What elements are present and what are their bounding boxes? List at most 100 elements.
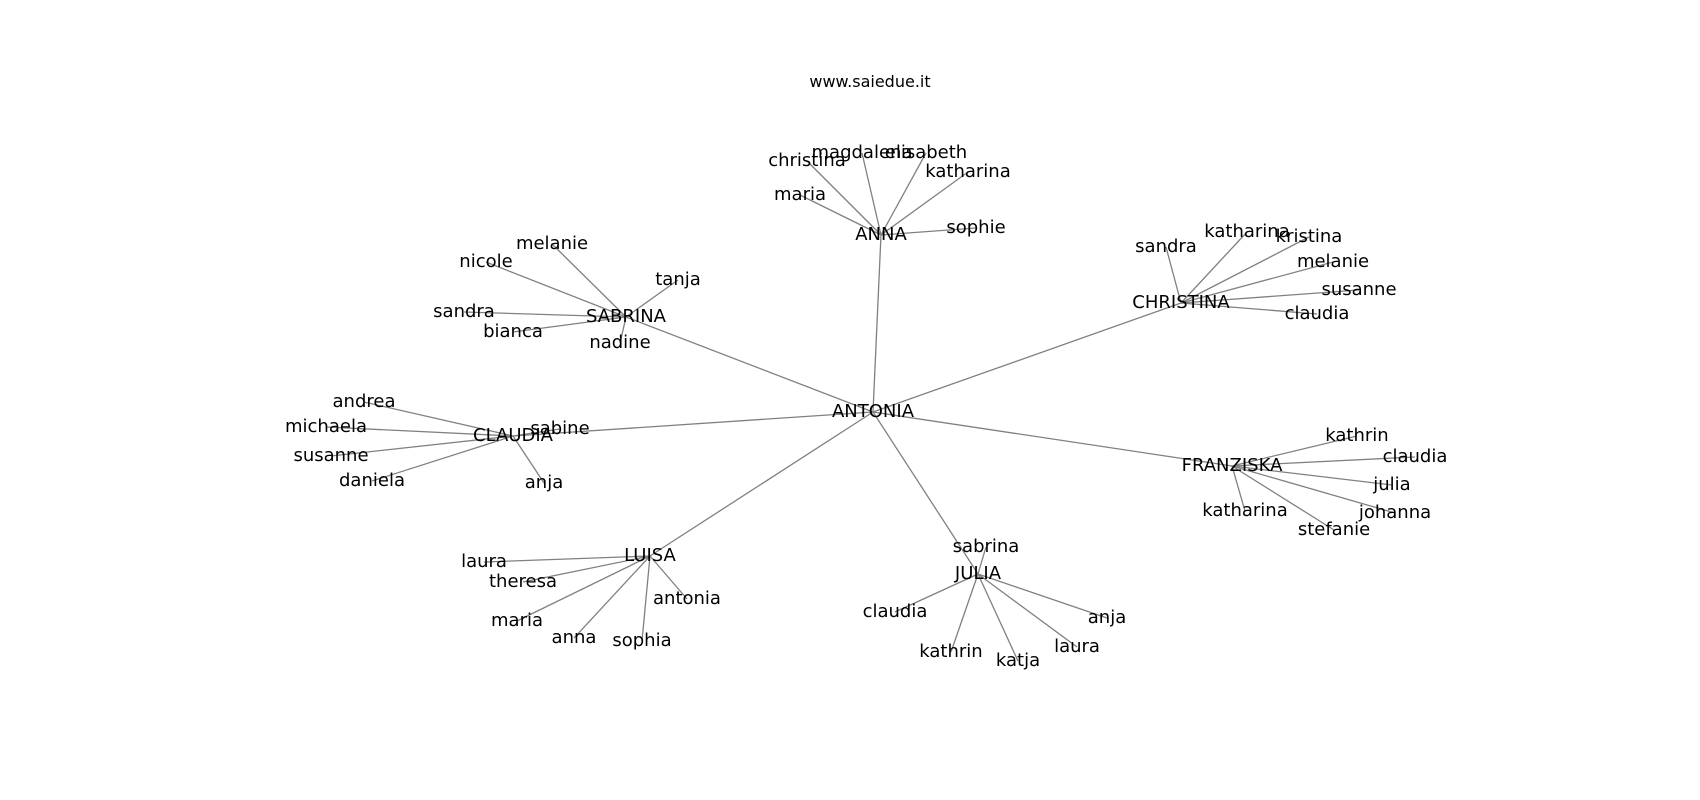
edge-claudia-sabine <box>512 428 561 437</box>
edge-root-sabrina <box>625 316 874 413</box>
hub-node-julia: JULIA <box>954 563 1002 584</box>
node-luisa-laura: laura <box>461 551 507 572</box>
hub-node-anna: ANNA <box>855 224 907 245</box>
edge-anna-sophie <box>880 227 977 236</box>
edge-julia-kathrin <box>950 573 979 653</box>
edge-luisa-maria <box>516 555 651 622</box>
node-christina-claudia: claudia <box>1285 303 1350 324</box>
node-anna-katharina: katharina <box>925 161 1010 182</box>
edge-layer <box>325 152 1416 662</box>
edge-franziska-stefanie <box>1231 465 1335 531</box>
edge-christina-melanie <box>1180 261 1334 304</box>
edge-claudia-daniela <box>371 435 514 482</box>
diagram-title: www.saiedue.it <box>809 72 930 91</box>
edge-franziska-johanna <box>1231 465 1396 514</box>
node-anna-elisabeth: elisabeth <box>885 142 967 163</box>
node-julia-kathrin: kathrin <box>919 641 982 662</box>
node-christina-sandra: sandra <box>1135 236 1197 257</box>
node-luisa-sophia: sophia <box>612 630 671 651</box>
edge-sabrina-tanja <box>625 279 679 318</box>
edge-sabrina-bianca <box>512 316 627 333</box>
edge-claudia-anja <box>512 435 545 484</box>
edge-sabrina-nadine <box>619 316 627 344</box>
node-anna-sophie: sophie <box>946 217 1005 238</box>
node-julia-sabrina: sabrina <box>953 536 1020 557</box>
node-christina-katharina: katharina <box>1204 221 1289 242</box>
hub-node-christina: CHRISTINA <box>1132 292 1230 313</box>
node-sabrina-sandra: sandra <box>433 301 495 322</box>
edge-anna-magdalena <box>861 152 882 236</box>
edge-christina-sandra <box>1165 246 1182 304</box>
node-julia-anja: anja <box>1088 607 1126 628</box>
node-franziska-stefanie: stefanie <box>1298 519 1370 540</box>
edge-sabrina-sandra <box>463 311 627 318</box>
edge-sabrina-melanie <box>551 243 627 318</box>
root-node: ANTONIA <box>832 401 915 422</box>
node-franziska-kathrin: kathrin <box>1325 425 1388 446</box>
node-christina-melanie: melanie <box>1297 251 1369 272</box>
edge-julia-claudia <box>894 573 979 613</box>
node-luisa-maria: maria <box>491 610 543 631</box>
node-sabrina-tanja: tanja <box>655 269 701 290</box>
edge-luisa-laura <box>483 555 651 563</box>
hub-node-franziska: FRANZISKA <box>1182 455 1283 476</box>
node-claudia-daniela: daniela <box>339 470 405 491</box>
node-luisa-theresa: theresa <box>489 571 557 592</box>
node-franziska-claudia: claudia <box>1383 446 1448 467</box>
hub-node-luisa: LUISA <box>624 545 676 566</box>
edge-julia-laura <box>977 573 1078 648</box>
edge-franziska-katharina <box>1231 465 1246 512</box>
edge-luisa-antonia <box>649 555 688 600</box>
node-sabrina-bianca: bianca <box>483 321 543 342</box>
edge-sabrina-nicole <box>485 261 627 318</box>
edge-claudia-susanne <box>330 435 514 457</box>
edge-luisa-theresa <box>522 555 651 583</box>
edge-anna-katharina <box>880 171 969 236</box>
node-claudia-andrea: andrea <box>333 391 396 412</box>
node-franziska-katharina: katharina <box>1202 500 1287 521</box>
node-claudia-michaela: michaela <box>285 416 367 437</box>
node-sabrina-nadine: nadine <box>589 332 650 353</box>
hub-node-sabrina: SABRINA <box>586 306 667 327</box>
node-claudia-sabine: sabine <box>530 418 589 439</box>
node-julia-claudia: claudia <box>863 601 928 622</box>
edge-julia-anja <box>977 573 1108 619</box>
node-sabrina-nicole: nicole <box>459 251 512 272</box>
edge-luisa-anna <box>573 555 651 639</box>
edge-anna-christina <box>806 160 882 236</box>
node-anna-maria: maria <box>774 184 826 205</box>
edge-claudia-andrea <box>363 401 514 437</box>
edge-root-franziska <box>872 411 1233 467</box>
node-anna-christina: christina <box>768 150 846 171</box>
label-layer: christinamagdalenaelisabethkatharinamari… <box>285 142 1447 671</box>
node-christina-kristina: kristina <box>1276 226 1343 247</box>
edge-christina-susanne <box>1180 289 1360 304</box>
edge-julia-katja <box>977 573 1019 662</box>
edge-franziska-claudia <box>1231 456 1416 467</box>
edge-root-christina <box>872 302 1182 413</box>
hub-node-claudia: CLAUDIA <box>473 425 554 446</box>
edge-christina-claudia <box>1180 302 1318 315</box>
edge-claudia-michaela <box>325 426 514 437</box>
edge-anna-elisabeth <box>880 152 927 236</box>
node-julia-laura: laura <box>1054 636 1100 657</box>
node-claudia-anja: anja <box>525 472 563 493</box>
edge-franziska-kathrin <box>1231 435 1358 467</box>
edge-christina-kristina <box>1180 236 1310 304</box>
edge-julia-sabrina <box>977 546 987 575</box>
node-sabrina-melanie: melanie <box>516 233 588 254</box>
edge-christina-katharina <box>1180 231 1248 304</box>
node-anna-magdalena: magdalena <box>812 142 913 163</box>
edge-luisa-sophia <box>641 555 651 642</box>
edge-root-luisa <box>649 411 874 557</box>
node-luisa-antonia: antonia <box>653 588 721 609</box>
edge-franziska-julia <box>1231 465 1393 486</box>
node-claudia-susanne: susanne <box>293 445 368 466</box>
node-franziska-julia: julia <box>1372 474 1410 495</box>
node-luisa-anna: anna <box>552 627 597 648</box>
edge-root-anna <box>872 234 882 413</box>
edge-anna-maria <box>799 194 882 236</box>
edge-root-julia <box>872 411 979 575</box>
